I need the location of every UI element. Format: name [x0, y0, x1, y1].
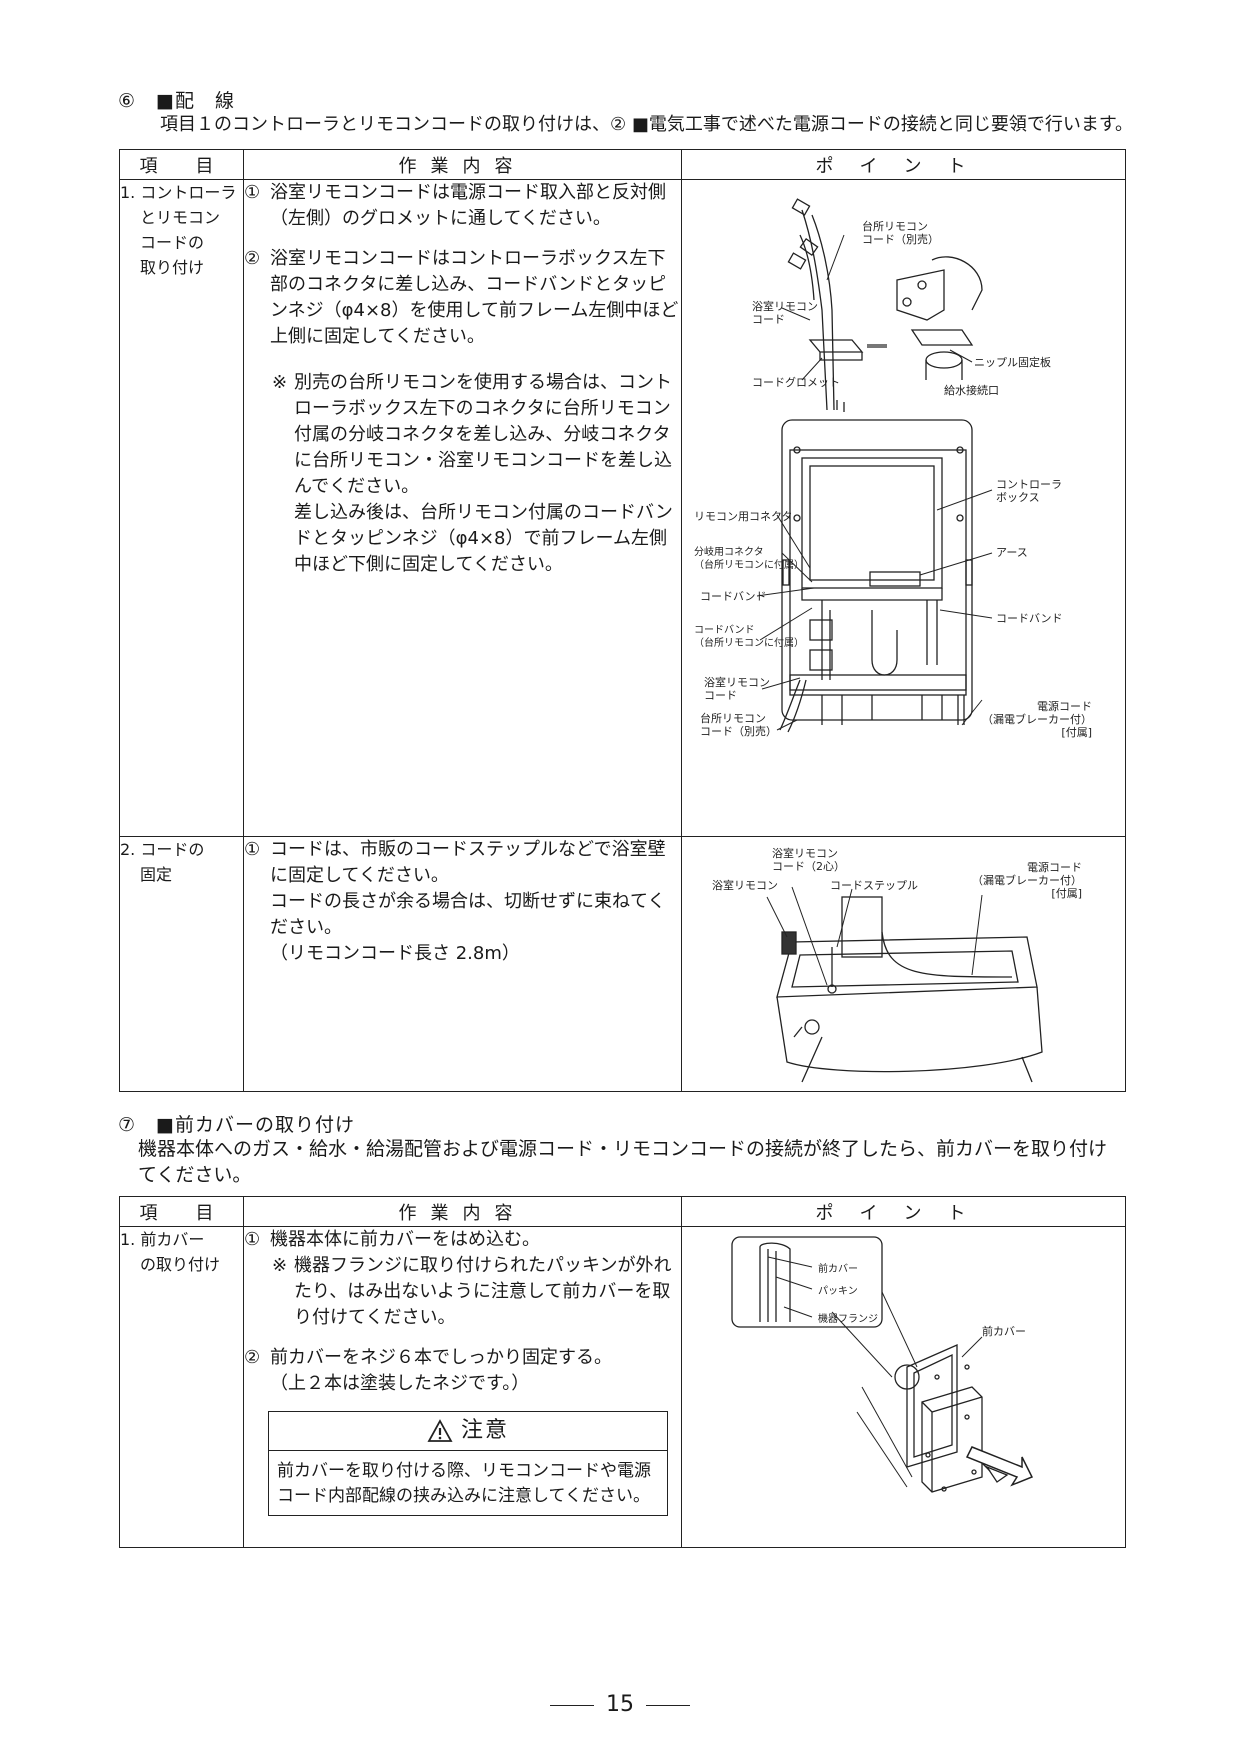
item-line: とリモコン	[140, 208, 221, 227]
table-row: 2. コードの 固定 ① コードは、市販のコードステップルなどで浴室壁に固定して…	[119, 836, 1126, 1092]
step-2: ② 浴室リモコンコードはコントローラボックス左下部のコネクタに差し込み、コードバン…	[244, 246, 681, 350]
header-point: ポイント	[681, 149, 1126, 180]
page-number: 15	[0, 1692, 1240, 1717]
section-7-intro: 機器本体へのガス・給水・給湯配管および電源コード・リモコンコードの接続が終了した…	[138, 1138, 1108, 1186]
step-text: 浴室リモコンコードは電源コード取入部と反対側（左側）のグロメットに通してください…	[270, 182, 666, 229]
step-text: （リモコンコード長さ 2.8m）	[270, 943, 520, 964]
label-front-cover-inset: 前カバー	[818, 1264, 858, 1275]
step-1: ① 浴室リモコンコードは電源コード取入部と反対側（左側）のグロメットに通してくださ…	[244, 180, 681, 232]
item-line: 固定	[140, 865, 173, 884]
item-line: 取り付け	[140, 258, 205, 277]
label-flange: 機器フランジ	[818, 1314, 878, 1325]
note-mark: ※	[272, 1255, 288, 1276]
header-work: 作業内容	[243, 1196, 682, 1227]
table-header-row: 項 目 作業内容 ポイント	[119, 1196, 1126, 1227]
label-cord-staple: コードステップル	[830, 879, 918, 892]
label-bath-remote-cord: 浴室リモコンコード	[752, 300, 818, 326]
label-earth: アース	[996, 546, 1028, 559]
label-kitchen-remote-cord: 台所リモコンコード（別売）	[862, 220, 939, 246]
step-2: ② 前カバーをネジ６本でしっかり固定する。 （上２本は塗装したネジです。）	[244, 1345, 681, 1397]
label-power-cord-2: 電源コード（漏電ブレーカー付）[付属]	[972, 861, 1082, 900]
item-line: 2. コードの	[120, 840, 205, 859]
label-water-inlet: 給水接続口	[944, 384, 999, 397]
row3-point-figure: 前カバー パッキン 機器フランジ 前カバー	[681, 1226, 1126, 1548]
table-row: 1. 前カバー の取り付け ① 機器本体に前カバーをはめ込む。 ※ 機器フランジに取…	[119, 1226, 1126, 1548]
label-remote-connector: リモコン用コネクタ	[694, 510, 793, 523]
note-text: 別売の台所リモコンを使用する場合は、コントローラボックス左下のコネクタに台所リモ…	[294, 372, 672, 497]
label-bath-remote-cord-bottom: 浴室リモコンコード	[704, 676, 770, 702]
item-line: 1. 前カバー	[120, 1230, 205, 1249]
label-nipple-plate: ニップル固定板	[974, 356, 1051, 369]
note: ※ 別売の台所リモコンを使用する場合は、コントローラボックス左下のコネクタに台所…	[272, 370, 681, 578]
item-line: 1. コントローラ	[120, 183, 237, 202]
step-number: ①	[244, 839, 261, 860]
step-number: ①	[244, 1229, 261, 1250]
row2-point-figure: 浴室リモコンコード（2心） 浴室リモコン コードステップル 電源コード（漏電ブレ…	[681, 836, 1126, 1092]
step-text: 機器本体に前カバーをはめ込む。	[270, 1229, 540, 1250]
label-branch-connector: 分岐用コネクタ（台所リモコンに付属）	[694, 547, 804, 571]
warning-icon	[427, 1419, 453, 1442]
caution-text: 前カバーを取り付ける際、リモコンコードや電源コード内部配線の挟み込みに注意してく…	[277, 1461, 651, 1506]
header-point: ポイント	[681, 1196, 1126, 1227]
front-cover-table: 項 目 作業内容 ポイント 1. 前カバー の取り付け ① 機器本体に前カバーをは…	[119, 1196, 1126, 1548]
header-work: 作業内容	[243, 149, 682, 180]
label-bath-remote: 浴室リモコン	[712, 879, 778, 892]
label-cord-grommet: コードグロメット	[752, 376, 840, 389]
step-1: ① 機器本体に前カバーをはめ込む。	[244, 1227, 681, 1253]
caution-box: 注意 前カバーを取り付ける際、リモコンコードや電源コード内部配線の挟み込みに注意…	[268, 1411, 668, 1516]
bathtub-diagram	[766, 886, 1043, 1083]
section-6-intro: 項目１のコントローラとリモコンコードの取り付けは、② ■電気工事で述べた電源コー…	[160, 114, 1134, 135]
step-number: ②	[244, 248, 261, 269]
section-7-title: ⑦ ■前カバーの取り付け	[118, 1114, 355, 1136]
table-row: 1. コントローラ とリモコン コードの 取り付け ① 浴室リモコンコードは電源コ…	[119, 179, 1126, 837]
note-text: 機器フランジに取り付けられたパッキンが外れたり、はみ出ないように注意して前カバー…	[294, 1255, 672, 1328]
step-text: コードは、市販のコードステップルなどで浴室壁に固定してください。	[270, 839, 666, 886]
label-cord-band-left: コードバンド	[700, 590, 767, 603]
wiring-diagram	[756, 198, 993, 733]
label-kitchen-remote-cord-bottom: 台所リモコンコード（別売）	[700, 712, 777, 738]
item-line: の取り付け	[140, 1255, 221, 1274]
row2-item: 2. コードの 固定	[119, 836, 244, 1092]
note-mark: ※	[272, 372, 288, 393]
label-packing: パッキン	[818, 1286, 858, 1297]
step-text: 前カバーをネジ６本でしっかり固定する。	[270, 1347, 612, 1368]
header-item: 項 目	[119, 1196, 244, 1227]
row1-point-figure: 台所リモコンコード（別売） 浴室リモコンコード コードグロメット ニップル固定板…	[681, 179, 1126, 837]
item-line: コードの	[140, 233, 205, 252]
step-number: ①	[244, 182, 261, 203]
caution-title: 注意	[460, 1418, 509, 1443]
step-1: ① コードは、市販のコードステップルなどで浴室壁に固定してください。 コードの長…	[244, 837, 681, 967]
label-cord-band-kitchen: コードバンド（台所リモコンに付属）	[694, 625, 804, 649]
step-text: コードの長さが余る場合は、切断せずに束ねてください。	[270, 891, 666, 938]
wiring-table: 項 目 作業内容 ポイント 1. コントローラ とリモコン コードの 取り付け …	[119, 149, 1126, 1092]
label-bath-remote-cord-2core: 浴室リモコンコード（2心）	[772, 847, 845, 873]
caution-header: 注意	[269, 1412, 667, 1451]
row2-work: ① コードは、市販のコードステップルなどで浴室壁に固定してください。 コードの長…	[243, 836, 682, 1092]
step-text: （上２本は塗装したネジです。）	[270, 1373, 530, 1394]
label-controller-box: コントローラボックス	[996, 478, 1062, 504]
label-front-cover: 前カバー	[982, 1325, 1026, 1338]
row3-item: 1. 前カバー の取り付け	[119, 1226, 244, 1548]
header-item: 項 目	[119, 149, 244, 180]
label-power-cord: 電源コード（漏電ブレーカー付）[付属]	[982, 700, 1092, 739]
row3-work: ① 機器本体に前カバーをはめ込む。 ※ 機器フランジに取り付けられたパッキンが外れた…	[243, 1226, 682, 1548]
note: ※ 機器フランジに取り付けられたパッキンが外れたり、はみ出ないように注意して前カバ…	[272, 1253, 681, 1331]
front-cover-diagram	[731, 1236, 1034, 1493]
step-text: 浴室リモコンコードはコントローラボックス左下部のコネクタに差し込み、コードバンド…	[270, 248, 679, 347]
row1-item: 1. コントローラ とリモコン コードの 取り付け	[119, 179, 244, 837]
step-number: ②	[244, 1347, 261, 1368]
row1-work: ① 浴室リモコンコードは電源コード取入部と反対側（左側）のグロメットに通してくださ…	[243, 179, 682, 837]
note-text: 差し込み後は、台所リモコン付属のコードバンドとタッピンネジ（φ4×8）で前フレー…	[294, 502, 673, 575]
label-cord-band-right: コードバンド	[996, 612, 1063, 625]
table-header-row: 項 目 作業内容 ポイント	[119, 149, 1126, 180]
section-6-title: ⑥ ■配 線	[118, 90, 235, 112]
